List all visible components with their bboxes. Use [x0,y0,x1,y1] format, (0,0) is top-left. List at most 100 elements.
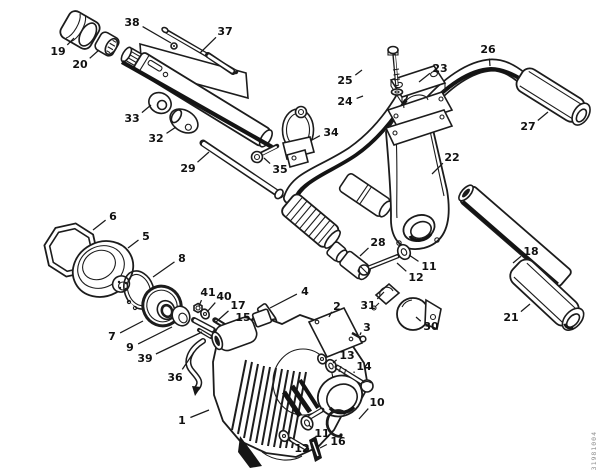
knob-30 [396,297,442,331]
clip-10 [325,409,346,438]
leader-line-13 [332,359,338,364]
nut-41 [193,302,203,314]
part-label-24: 24 [337,95,353,108]
part-label-16: 16 [330,435,346,448]
part-label-11: 11 [421,260,436,273]
key-16 [309,436,322,462]
leader-line-35 [263,157,271,165]
part-label-26: 26 [480,43,496,56]
leader-line-7 [119,320,144,334]
stub-tube [338,173,393,218]
clamp-31 [371,282,401,311]
washer-9 [171,305,191,327]
hook-36 [185,338,206,396]
part-label-41: 41 [200,286,215,299]
part-label-8: 8 [178,252,186,265]
part-label-1: 1 [178,414,186,427]
leader-line-38 [142,26,172,44]
leader-line-9 [137,326,173,345]
part-label-6: 6 [109,210,117,223]
outer-tube [133,52,273,148]
leader-line-10 [358,408,369,420]
part-label-20: 20 [72,58,88,71]
leader-line-31 [376,291,385,300]
handlebar-left-section [281,90,408,281]
grip-21 [509,258,585,331]
bushing-20 [94,31,120,57]
leader-line-2 [328,311,333,318]
bolt-14 [334,364,374,393]
leader-line-39 [155,331,203,355]
leader-line-1 [190,409,210,419]
part-label-11: 11 [314,427,329,440]
leader-line-21 [520,303,531,313]
leader-line-41 [198,299,203,307]
part-label-21: 21 [503,311,518,324]
leader-line-33 [141,104,152,114]
part-label-10: 10 [369,396,385,409]
leader-line-11 [408,254,419,262]
leader-line-18 [512,255,522,264]
leader-line-32 [166,126,177,134]
part-label-4: 4 [301,285,309,298]
part-label-12: 12 [294,442,309,455]
coupling-32 [169,108,199,134]
carrying-ring-34 [281,105,315,168]
leader-line-8 [152,261,175,278]
leader-line-11 [308,424,313,429]
leader-line-30 [415,316,422,322]
part-label-31: 31 [360,299,375,312]
clamp-saddles [384,91,454,146]
leader-line-12 [288,438,293,443]
washer-11-upper [396,243,412,261]
part-label-5: 5 [142,230,150,243]
part-label-37: 37 [217,25,232,38]
foam-sleeve [281,193,341,249]
leader-line-17 [215,310,229,323]
leader-lines [66,26,549,449]
bolt-25 [387,45,401,87]
part-label-39: 39 [137,352,152,365]
plate-2 [307,306,364,359]
part-label-3: 3 [363,321,371,334]
leader-line-40 [206,302,216,313]
leader-line-5 [127,239,139,249]
part-label-38: 38 [124,16,139,29]
part-label-30: 30 [423,320,439,333]
part-label-27: 27 [520,120,535,133]
part-label-35: 35 [272,163,287,176]
part-label-32: 32 [148,132,163,145]
image-number-watermark: 31981004 [590,430,598,470]
leader-line-36 [181,351,195,370]
part-label-18: 18 [523,245,538,258]
bolt-12-upper [358,253,401,276]
part-label-22: 22 [444,151,459,164]
leader-line-23 [418,72,431,83]
part-label-23: 23 [432,62,447,75]
washer-24 [390,88,404,96]
washer-12-lower [278,429,310,452]
leader-line-27 [537,111,549,121]
part-label-40: 40 [216,290,232,303]
part-label-14: 14 [356,360,372,373]
leader-line-15 [252,321,255,325]
leader-line-34 [311,135,321,141]
drive-tube-18 [458,184,572,287]
leader-line-24 [356,95,364,99]
leader-line-16 [319,443,328,449]
part-label-34: 34 [323,126,339,139]
part-label-2: 2 [333,300,341,313]
leader-line-12 [396,262,407,272]
coupling-33 [148,91,172,115]
part-label-7: 7 [108,330,116,343]
leader-line-26 [488,58,491,67]
front-clamp-boss [211,316,258,352]
part-label-19: 19 [50,45,65,58]
clutch-drum-5 [71,240,135,298]
part-label-12: 12 [408,271,423,284]
part-label-28: 28 [370,236,385,249]
part-number-labels: 1234567891011121112131415161718192021222… [50,16,538,455]
grip-27 [515,67,591,126]
